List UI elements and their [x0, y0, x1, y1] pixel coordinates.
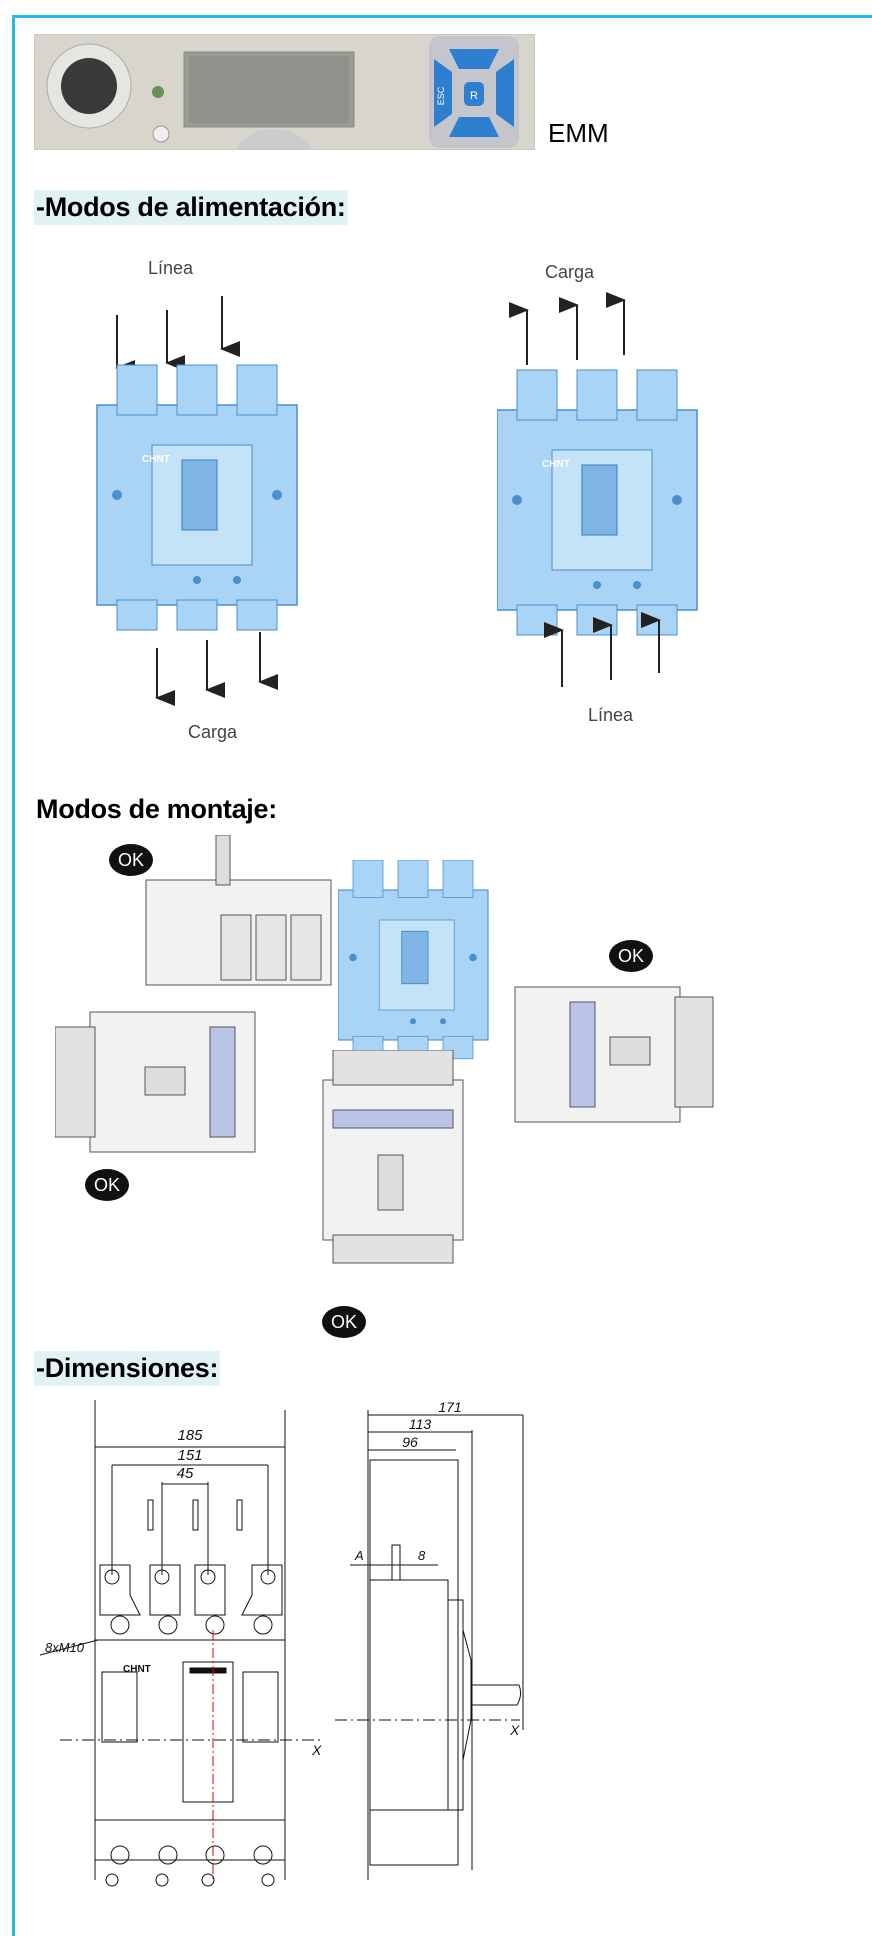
svg-text:113: 113: [409, 1416, 432, 1432]
svg-text:171: 171: [438, 1400, 461, 1415]
svg-text:X: X: [509, 1722, 520, 1738]
emm-panel-image: R ESC: [34, 34, 535, 150]
section-heading-alimentacion: -Modos de alimentación:: [34, 190, 348, 225]
svg-text:45: 45: [177, 1465, 194, 1482]
mounting-left-side-image: [55, 1011, 256, 1153]
svg-text:151: 151: [177, 1447, 202, 1464]
emm-keypad: R ESC: [429, 36, 519, 148]
mounting-vertical-image: [338, 860, 489, 1060]
svg-text:X: X: [311, 1742, 322, 1758]
front-dimension-drawing: 185 151 45 8xM10 CHNT X: [39, 1400, 322, 1887]
label-linea-bottom: Línea: [588, 705, 634, 725]
breaker-diagram-line-bottom: CHNT: [497, 292, 698, 687]
svg-text:8xM10: 8xM10: [45, 1640, 85, 1655]
emm-label: EMM: [548, 118, 609, 148]
label-linea-top: Línea: [148, 258, 194, 278]
label-carga-top: Carga: [545, 262, 595, 282]
svg-text:8: 8: [418, 1548, 426, 1563]
frame-border-top: [12, 15, 872, 18]
section-heading-dimensiones: -Dimensiones:: [34, 1351, 221, 1386]
svg-text:R: R: [470, 90, 478, 102]
side-dimension-drawing: 171 113 96 A 8 X: [335, 1400, 524, 1880]
mounting-horizontal-top-image: [145, 835, 332, 986]
svg-text:CHNT: CHNT: [142, 454, 170, 465]
mounting-right-side-image: [514, 986, 714, 1123]
svg-text:CHNT: CHNT: [123, 1664, 151, 1675]
ok-badge: OK: [109, 844, 153, 876]
svg-text:ESC: ESC: [436, 86, 446, 105]
breaker-diagram-line-top: CHNT: [96, 296, 298, 706]
svg-text:96: 96: [402, 1434, 418, 1450]
ok-badge: OK: [322, 1306, 366, 1338]
ok-badge: OK: [609, 940, 653, 972]
mounting-horizontal-bottom-image: [322, 1050, 464, 1264]
section-heading-montaje: Modos de montaje:: [34, 792, 279, 827]
svg-text:CHNT: CHNT: [542, 459, 570, 470]
frame-border-left: [12, 15, 15, 1936]
svg-text:A: A: [354, 1548, 364, 1563]
svg-text:185: 185: [177, 1427, 203, 1444]
ok-badge: OK: [85, 1169, 129, 1201]
label-carga-bottom: Carga: [188, 722, 238, 742]
